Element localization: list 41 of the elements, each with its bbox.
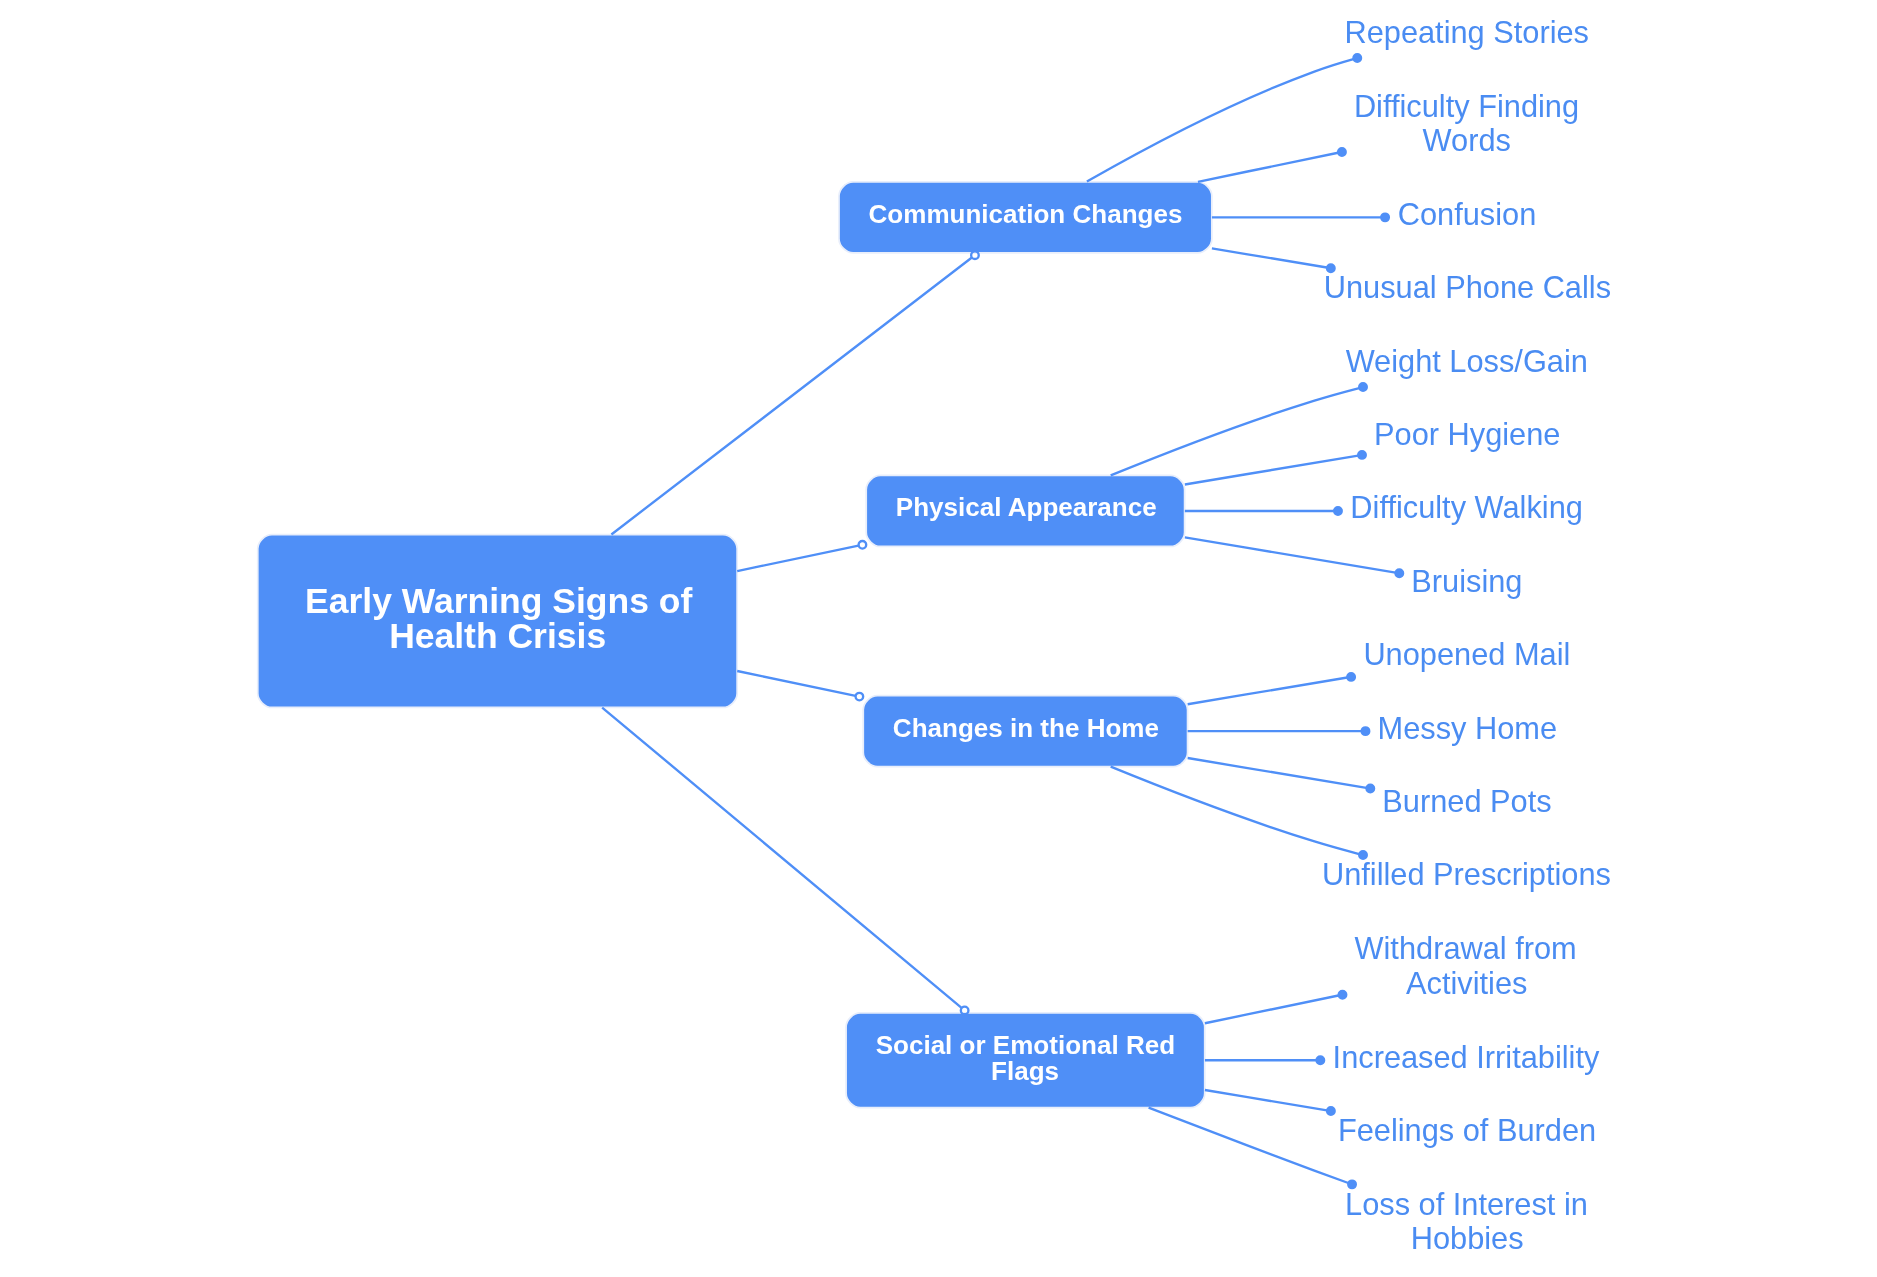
connector: [1204, 1055, 1325, 1066]
node-box: Changes in the Home: [861, 694, 1188, 768]
connector: [736, 539, 867, 573]
node-box: Early Warning Signs of Health Crisis: [256, 533, 738, 709]
node-text: Confusion: [1397, 196, 1536, 232]
node-text: Withdrawal from Activities: [1354, 931, 1577, 1001]
connector: [1085, 53, 1362, 183]
connector: [1147, 1106, 1357, 1190]
connector: [1204, 989, 1347, 1025]
node-text: Unopened Mail: [1362, 637, 1570, 673]
node-text: Repeating Stories: [1343, 14, 1589, 50]
connector: [600, 706, 970, 1016]
node-text: Bruising: [1410, 563, 1522, 599]
node-text: Unfilled Prescriptions: [1321, 857, 1611, 893]
connector: [610, 250, 980, 536]
connector: [1109, 765, 1368, 860]
node-text: Difficulty Walking: [1349, 490, 1583, 526]
node-text: Increased Irritability: [1332, 1039, 1599, 1075]
node-text: Burned Pots: [1381, 783, 1552, 819]
node-text: Messy Home: [1377, 710, 1557, 746]
node-text: Difficulty Finding Words: [1353, 88, 1579, 158]
node-text: Weight Loss/Gain: [1345, 343, 1588, 379]
connector: [736, 669, 864, 702]
connector: [1109, 382, 1368, 477]
connector: [1186, 671, 1356, 706]
connector: [1211, 212, 1390, 223]
node-text: Loss of Interest in Hobbies: [1344, 1187, 1588, 1257]
node-box: Communication Changes: [837, 180, 1213, 254]
connector: [1187, 726, 1370, 737]
connector: [1211, 247, 1336, 274]
connector: [1197, 146, 1347, 183]
node-box: Physical Appearance: [864, 474, 1186, 548]
node-text: Poor Hygiene: [1373, 417, 1560, 453]
connector: [1184, 505, 1343, 516]
node-box: Social or Emotional Red Flags: [844, 1012, 1206, 1109]
connector: [1184, 536, 1404, 579]
connector: [1184, 449, 1367, 486]
node-text: Feelings of Burden: [1337, 1113, 1596, 1149]
connector: [1186, 756, 1375, 794]
connector: [1204, 1088, 1336, 1117]
node-text: Unusual Phone Calls: [1323, 270, 1611, 306]
